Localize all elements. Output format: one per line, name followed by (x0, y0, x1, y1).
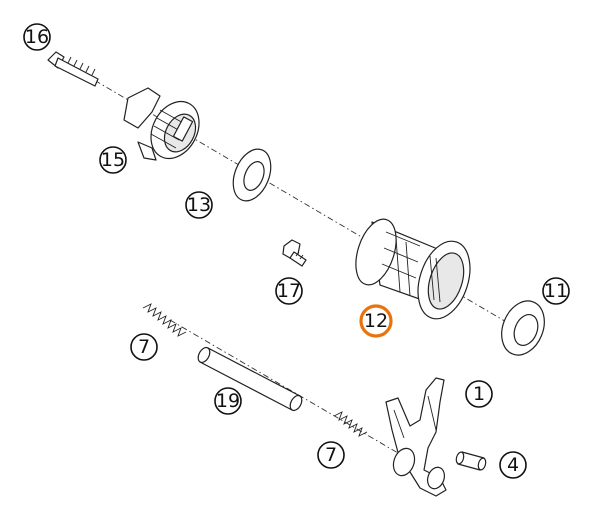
callout-7-left[interactable]: 7 (130, 333, 158, 361)
callout-1-label: 1 (473, 383, 485, 405)
callout-4-label: 4 (507, 454, 519, 476)
callout-7-right-label: 7 (325, 444, 337, 466)
callout-12[interactable]: 12 (359, 304, 393, 338)
callout-layer: 16 15 13 17 12 11 7 19 (23, 23, 570, 479)
callout-15[interactable]: 15 (99, 146, 127, 174)
callout-12-label: 12 (364, 310, 388, 332)
callout-4[interactable]: 4 (499, 451, 527, 479)
callout-19[interactable]: 19 (214, 387, 242, 415)
callout-12-highlight-ring (359, 304, 393, 338)
bolt-icon[interactable] (47, 51, 99, 87)
drum-icon[interactable] (348, 214, 479, 325)
assembly-axis-lines (59, 59, 521, 461)
callout-13-label: 13 (187, 194, 211, 216)
callout-19-label: 19 (216, 390, 240, 412)
shift-fork-icon[interactable] (385, 377, 447, 497)
callout-16-label: 16 (25, 26, 49, 48)
callout-17[interactable]: 17 (275, 277, 303, 305)
callout-7-right[interactable]: 7 (317, 441, 345, 469)
callout-7-left-label: 7 (138, 336, 150, 358)
callout-1[interactable]: 1 (465, 380, 493, 408)
callout-11-label: 11 (544, 280, 568, 302)
callout-16[interactable]: 16 (23, 23, 51, 51)
callout-13[interactable]: 13 (185, 191, 213, 219)
washer-icon[interactable] (226, 144, 278, 207)
spring-icon[interactable] (333, 411, 368, 437)
callout-15-label: 15 (101, 149, 125, 171)
shaft-icon[interactable] (196, 346, 304, 413)
callout-11[interactable]: 11 (542, 277, 570, 305)
callout-17-label: 17 (277, 280, 301, 302)
roller-icon[interactable] (455, 451, 487, 471)
locating-piece-icon[interactable] (123, 87, 209, 167)
spring-icon[interactable] (142, 303, 187, 337)
screw-icon[interactable] (282, 239, 307, 267)
washer-icon[interactable] (494, 295, 552, 362)
